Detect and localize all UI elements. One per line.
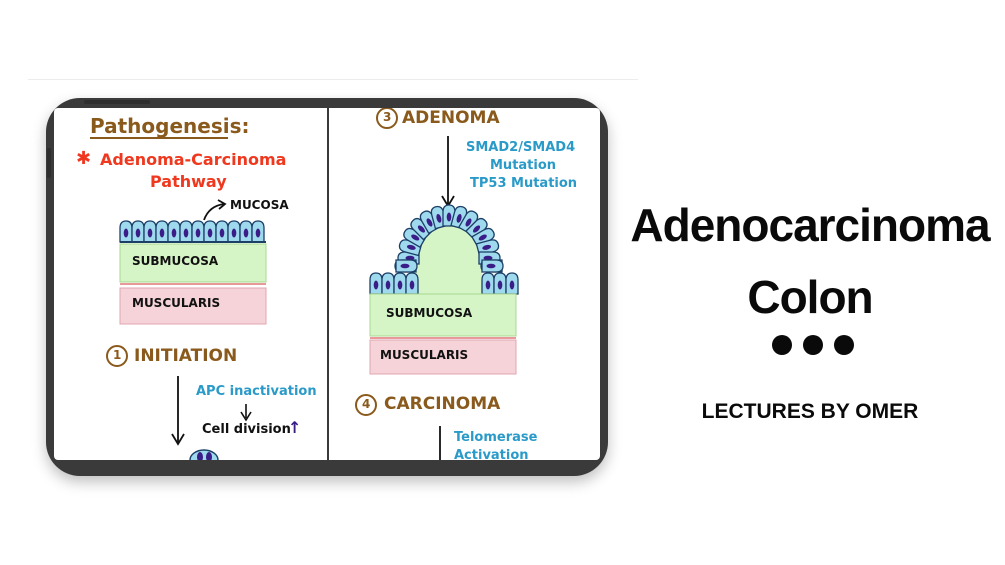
- epithelial-cell: [203, 220, 217, 243]
- panel-divider: [327, 108, 329, 460]
- epithelial-cell: [405, 272, 419, 295]
- epithelial-cell: [167, 220, 181, 243]
- step1-circle: [106, 345, 128, 367]
- left-submucosa-label: SUBMUCOSA: [132, 254, 219, 268]
- bottom-partial-cells: [189, 449, 219, 460]
- epithelial-cell: [369, 272, 383, 295]
- polyp-core: [416, 218, 482, 294]
- epithelial-cell: [493, 272, 507, 295]
- tablet-top-button: [84, 100, 150, 104]
- slide-title-line1: Adenocarcinoma: [630, 199, 990, 251]
- epithelial-cell: [119, 220, 133, 243]
- telomerase-line2: Activation: [454, 448, 529, 460]
- epithelial-cell: [239, 220, 253, 243]
- right-submucosa-band: [369, 293, 517, 337]
- ellipsis-dot-3: [834, 335, 854, 355]
- telomerase-line1: Telomerase: [454, 430, 538, 445]
- step3-label: ADENOMA: [402, 108, 500, 128]
- right-submucosa-label: SUBMUCOSA: [386, 306, 473, 320]
- tablet-screen: Pathogenesis: ✱ Adenoma-Carcinoma Pathwa…: [54, 108, 600, 460]
- epithelial-cell: [191, 220, 205, 243]
- epithelial-cell: [505, 272, 519, 295]
- ellipsis-dot-2: [803, 335, 823, 355]
- epithelial-cell: [131, 220, 145, 243]
- step4-circle: [355, 394, 377, 416]
- mutation-line3: TP53 Mutation: [470, 176, 578, 191]
- step1-number: 1: [113, 348, 122, 362]
- step3-circle: [376, 108, 398, 129]
- up-arrow-icon: ↑: [288, 418, 302, 437]
- mutation-line2: Mutation: [490, 158, 557, 173]
- epithelial-cell: [227, 220, 241, 243]
- ellipsis-dot-1: [772, 335, 792, 355]
- epithelial-cell: [393, 272, 407, 295]
- mucosa-pointer-arrow: [203, 203, 225, 221]
- left-mucosa-cells: [119, 220, 265, 243]
- tablet-side-button: [47, 148, 51, 178]
- epithelial-cell: [215, 220, 229, 243]
- epithelial-cell: [481, 272, 495, 295]
- epithelial-cell: [143, 220, 157, 243]
- left-muscularis-band: [119, 287, 267, 325]
- adenoma-polyp: [369, 204, 519, 295]
- epithelial-cell: [179, 220, 193, 243]
- slide-title-line2: Colon: [747, 271, 873, 323]
- pathway-title-line2: Pathway: [150, 172, 227, 191]
- left-submucosa-band: [119, 243, 267, 283]
- pathogenesis-heading: Pathogenesis:: [90, 114, 250, 138]
- pathway-title-line1: Adenoma-Carcinoma: [100, 150, 287, 169]
- asterisk-marker: ✱: [76, 148, 92, 169]
- epithelial-cell: [381, 272, 395, 295]
- step3-number: 3: [383, 110, 392, 124]
- epithelial-cell: [395, 259, 418, 273]
- cell-division-label: Cell division: [202, 422, 291, 437]
- mutation-line1: SMAD2/SMAD4: [466, 140, 576, 155]
- top-divider-line: [28, 79, 638, 80]
- left-muscularis-label: MUSCULARIS: [132, 296, 221, 310]
- step1-label: INITIATION: [134, 346, 238, 366]
- epithelial-cell: [481, 259, 504, 273]
- right-muscularis-label: MUSCULARIS: [380, 348, 469, 362]
- apc-inactivation-label: APC inactivation: [196, 384, 317, 399]
- epithelial-cell: [155, 220, 169, 243]
- epithelial-cell: [251, 220, 265, 243]
- diagram-graphics: [90, 108, 519, 460]
- step4-label: CARCINOMA: [384, 394, 501, 414]
- author-label: LECTURES BY OMER: [701, 400, 919, 423]
- mucosa-label: MUCOSA: [230, 198, 289, 212]
- right-muscularis-band: [369, 339, 517, 375]
- step4-number: 4: [362, 397, 371, 411]
